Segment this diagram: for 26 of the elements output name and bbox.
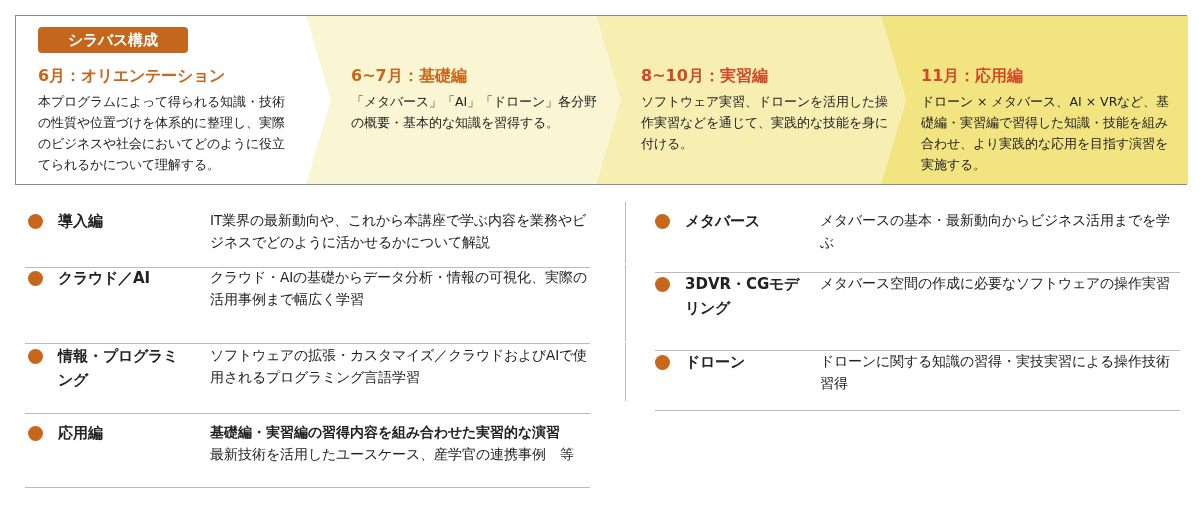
phase-description: 本プログラムによって得られる知識・技術の性質や位置づけを体系的に整理し、実際のビジネスや社会においてどのように役立てられるかについて理解する。 — [38, 93, 286, 174]
phase-heading: 8~10月：実習編 — [641, 66, 768, 87]
phase-heading: 6月：オリエンテーション — [38, 66, 226, 87]
topic-description: ドローンに関する知識の習得・実技実習による操作技術習得 — [820, 352, 1171, 393]
topic-title: 3DVR・CGモデリング — [685, 274, 800, 319]
topic-title: クラウド／AI — [58, 268, 152, 289]
phase-band — [596, 16, 906, 184]
topic-title: ドローン — [685, 352, 746, 373]
phase-description: ソフトウェア実習、ドローンを活用した操作実習などを通じて、実践的な技能を身に付ける。 — [641, 93, 889, 153]
phase-heading: 6~7月：基礎編 — [351, 66, 467, 87]
topic-title: 情報・プログラミング — [58, 346, 179, 391]
topic-description: 基礎編・実習編の習得内容を組み合わせた実習的な演習最新技術を活用したユースケース、産学官の連携事例 等 — [210, 423, 575, 464]
topic-title: 導入編 — [58, 211, 104, 232]
phase-heading: 11月：応用編 — [921, 66, 1024, 87]
phase-description: 「メタバース」「AI」「ドローン」各分野の概要・基本的な知識を習得する。 — [351, 93, 599, 132]
topic-title: 応用編 — [58, 423, 104, 444]
section-tag: シラバス構成 — [38, 27, 188, 53]
topic-title: メタバース — [685, 211, 761, 232]
phase-band — [306, 16, 621, 184]
topic-description: クラウド・AIの基礎からデータ分析・情報の可視化、実際の活用事例まで幅広く学習 — [210, 268, 589, 309]
topic-description: ソフトウェアの拡張・カスタマイズ／クラウドおよびAIで使用されるプログラミング言語学習 — [210, 346, 589, 387]
syllabus-panel — [15, 15, 1187, 185]
topic-description: IT業界の最新動向や、これから本講座で学ぶ内容を業務やビジネスでどのように活かせるかについて解説 — [210, 211, 588, 252]
topic-description: メタバースの基本・最新動向からビジネス活用までを学ぶ — [820, 211, 1171, 252]
phase-description: ドローン × メタバース、AI × VRなど、基礎編・実習編で習得した知識・技能を組み合わせ、より実践的な応用を目指す演習を実施する。 — [921, 93, 1171, 174]
topic-description: メタバース空間の作成に必要なソフトウェアの操作実習 — [820, 274, 1171, 293]
